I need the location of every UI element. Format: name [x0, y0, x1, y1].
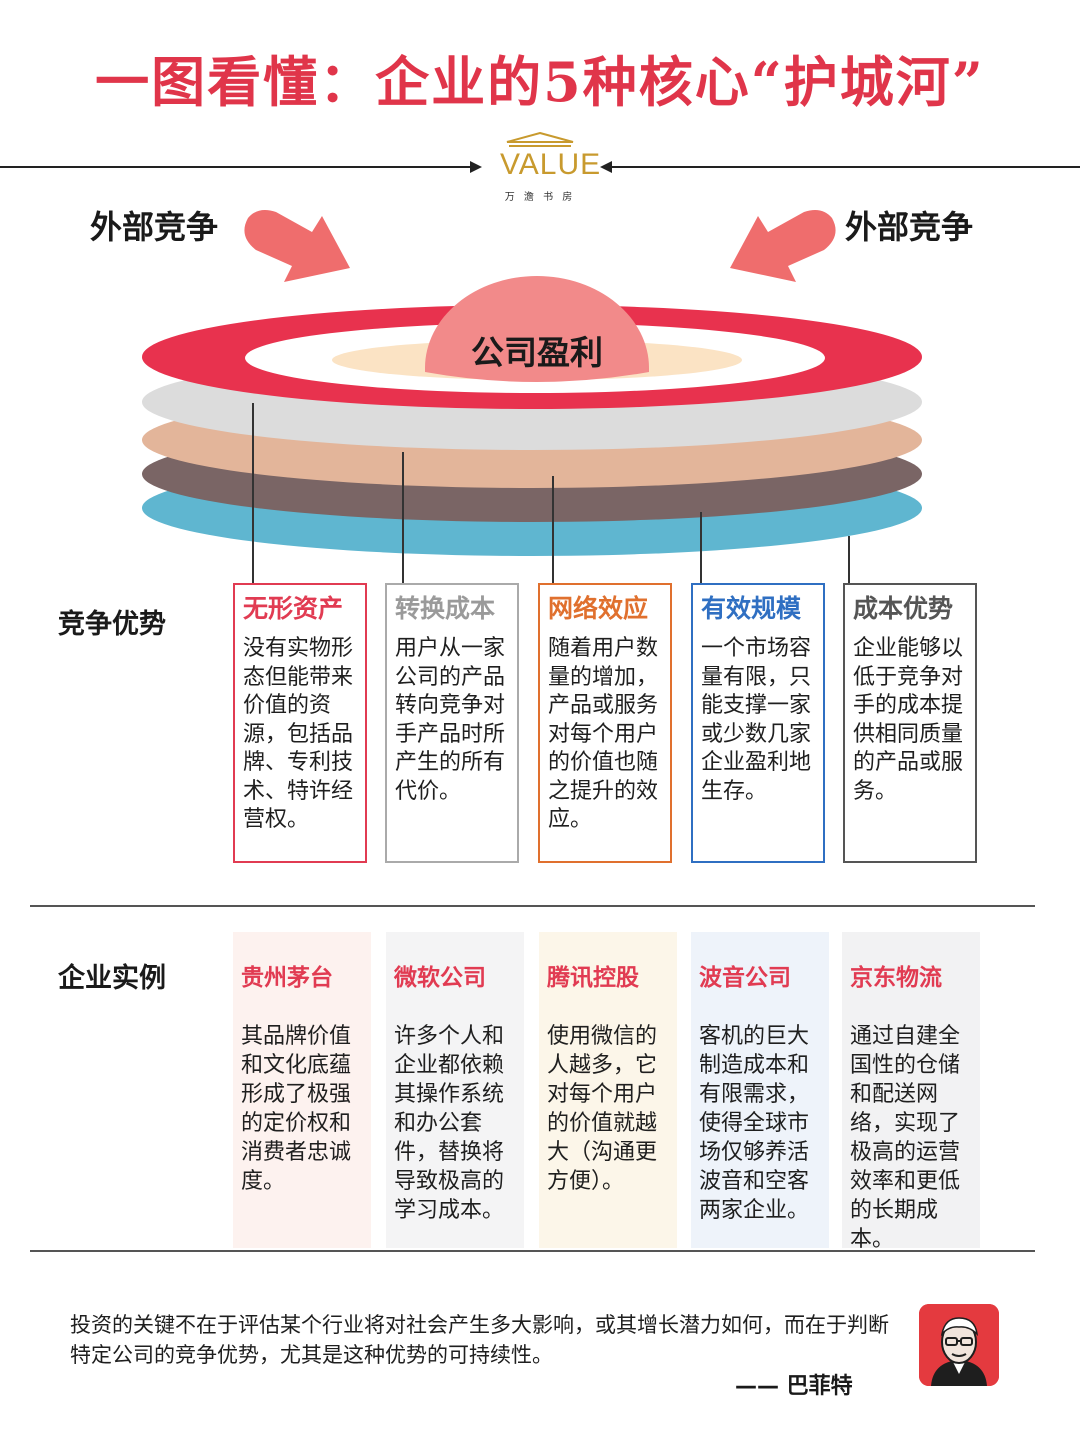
left-divider-line	[0, 166, 472, 168]
advantage-description: 随着用户数量的增加，产品或服务对每个用户的价值也随之提升的效应。	[548, 636, 659, 832]
example-card-microsoft: 微软公司 许多个人和企业都依赖其操作系统和办公套件，替换将导致极高的学习成本。	[386, 932, 524, 1248]
external-competition-right: 外部竞争	[845, 208, 974, 246]
right-divider-line	[610, 166, 1080, 168]
advantage-card-intangible-assets: 无形资产 没有实物形态但能带来价值的资源，包括品牌、专利技术、特许经营权。	[233, 583, 367, 863]
example-title: 京东物流	[850, 965, 942, 991]
left-divider-arrowhead	[470, 161, 482, 173]
example-title: 贵州茅台	[241, 965, 333, 991]
connector-intangible	[252, 403, 254, 583]
advantage-description: 用户从一家公司的产品转向竞争对手产品时所产生的所有代价。	[395, 636, 506, 804]
external-competition-left: 外部竞争	[90, 208, 219, 246]
advantage-card-efficient-scale: 有效规模 一个市场容量有限，只能支撑一家或少数几家企业盈利地生存。	[691, 583, 825, 863]
moat-diagram: 公司盈利	[142, 210, 922, 556]
advantage-title: 转换成本	[395, 594, 496, 623]
example-description: 许多个人和企业都依赖其操作系统和办公套件，替换将导致极高的学习成本。	[394, 1024, 505, 1223]
example-card-jd-logistics: 京东物流 通过自建全国性的仓储和配送网络，实现了极高的运营效率和更低的长期成本。	[842, 932, 980, 1252]
advantage-card-switching-cost: 转换成本 用户从一家公司的产品转向竞争对手产品时所产生的所有代价。	[385, 583, 519, 863]
temple-roof-icon	[506, 132, 574, 147]
advantage-title: 有效规模	[701, 594, 802, 623]
example-card-boeing: 波音公司 客机的巨大制造成本和有限需求，使得全球市场仅够养活波音和空客两家企业。	[691, 932, 829, 1248]
example-title: 波音公司	[699, 965, 791, 991]
profit-dome	[425, 276, 649, 382]
example-card-moutai: 贵州茅台 其品牌价值和文化底蕴形成了极强的定价权和消费者忠诚度。	[233, 932, 371, 1248]
buffett-quote: 投资的关键不在于评估某个行业将对社会产生多大影响，或其增长潜力如何，而在于判断特…	[70, 1313, 889, 1367]
advantage-description: 一个市场容量有限，只能支撑一家或少数几家企业盈利地生存。	[701, 636, 812, 804]
company-examples-label: 企业实例	[58, 963, 166, 994]
connector-switching	[402, 452, 404, 583]
advantage-title: 无形资产	[243, 594, 344, 623]
advantage-description: 没有实物形态但能带来价值的资源，包括品牌、专利技术、特许经营权。	[243, 636, 354, 832]
example-card-tencent: 腾讯控股 使用微信的人越多，它对每个用户的价值就越大（沟通更方便）。	[539, 932, 677, 1248]
example-description: 通过自建全国性的仓储和配送网络，实现了极高的运营效率和更低的长期成本。	[850, 1024, 961, 1252]
page-title: 一图看懂：企业的5种核心“护城河”	[95, 50, 985, 114]
connector-cost	[848, 536, 850, 583]
advantage-description: 企业能够以低于竞争对手的成本提供相同质量的产品或服务。	[853, 636, 964, 804]
competitive-advantage-label: 竞争优势	[58, 609, 166, 640]
example-description: 其品牌价值和文化底蕴形成了极强的定价权和消费者忠诚度。	[241, 1024, 352, 1194]
buffett-avatar	[919, 1304, 999, 1386]
connector-network	[552, 476, 554, 583]
example-description: 客机的巨大制造成本和有限需求，使得全球市场仅够养活波音和空客两家企业。	[699, 1024, 810, 1223]
section-divider-bottom	[30, 1250, 1035, 1252]
section-divider-top	[30, 905, 1035, 907]
advantage-title: 网络效应	[548, 594, 649, 623]
example-title: 微软公司	[394, 965, 486, 991]
example-title: 腾讯控股	[547, 965, 639, 991]
right-divider-arrowhead	[600, 161, 612, 173]
advantage-card-network-effect: 网络效应 随着用户数量的增加，产品或服务对每个用户的价值也随之提升的效应。	[538, 583, 672, 863]
company-profit-label: 公司盈利	[471, 333, 603, 372]
quote-author: —— 巴菲特	[735, 1374, 853, 1399]
portrait-icon	[919, 1304, 999, 1386]
arrow-right-icon	[730, 210, 836, 282]
advantage-title: 成本优势	[853, 594, 954, 623]
advantage-card-cost-advantage: 成本优势 企业能够以低于竞争对手的成本提供相同质量的产品或服务。	[843, 583, 977, 863]
example-description: 使用微信的人越多，它对每个用户的价值就越大（沟通更方便）。	[547, 1024, 658, 1194]
arrow-left-icon	[244, 210, 350, 282]
connector-scale	[700, 512, 702, 583]
logo-subtitle: 万 澹 书 房	[504, 192, 576, 203]
